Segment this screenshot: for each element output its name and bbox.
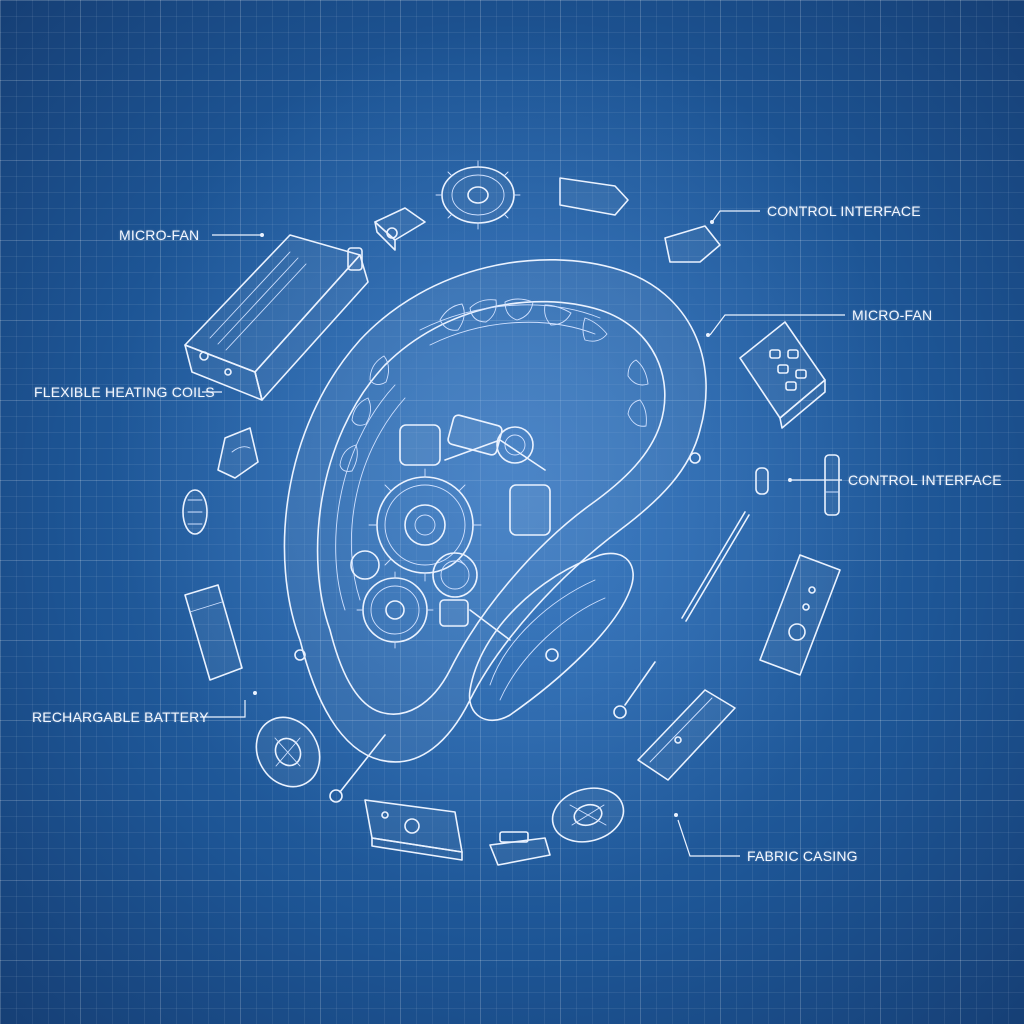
clip-left <box>217 427 259 479</box>
knob-left <box>182 489 208 535</box>
casing-bar <box>637 689 736 781</box>
circuit-board <box>364 799 463 861</box>
label-flexible-heating-coils: FLEXIBLE HEATING COILS <box>34 384 215 400</box>
control-vial-small <box>755 454 840 516</box>
gear-assembly <box>350 414 551 649</box>
label-micro-fan-right: MICRO-FAN <box>852 307 933 323</box>
neck-device-shell <box>283 258 707 763</box>
label-control-interface-top: CONTROL INTERFACE <box>767 203 921 219</box>
label-fabric-casing: FABRIC CASING <box>747 848 858 864</box>
label-rechargable-battery: RECHARGABLE BATTERY <box>32 709 209 725</box>
heating-coil-segments <box>339 298 649 472</box>
fan-wheel-bottom <box>551 787 625 843</box>
rod-bottom-left <box>329 734 386 803</box>
capsule-top <box>559 177 629 216</box>
fan-wheel-left <box>255 716 321 788</box>
label-control-interface-mid: CONTROL INTERFACE <box>848 472 1002 488</box>
battery-cell <box>184 584 243 681</box>
toothed-wheel-top <box>435 160 521 230</box>
remote-control <box>739 321 826 429</box>
control-block-small <box>664 225 721 263</box>
leader-lines <box>200 210 845 857</box>
connector-plug <box>374 207 426 251</box>
speaker-unit <box>759 554 841 676</box>
clip-bottom <box>489 831 551 866</box>
label-micro-fan-left: MICRO-FAN <box>119 227 200 243</box>
battery-pack-large <box>184 234 369 401</box>
rod-right <box>681 511 750 622</box>
pin-lower <box>613 661 656 719</box>
